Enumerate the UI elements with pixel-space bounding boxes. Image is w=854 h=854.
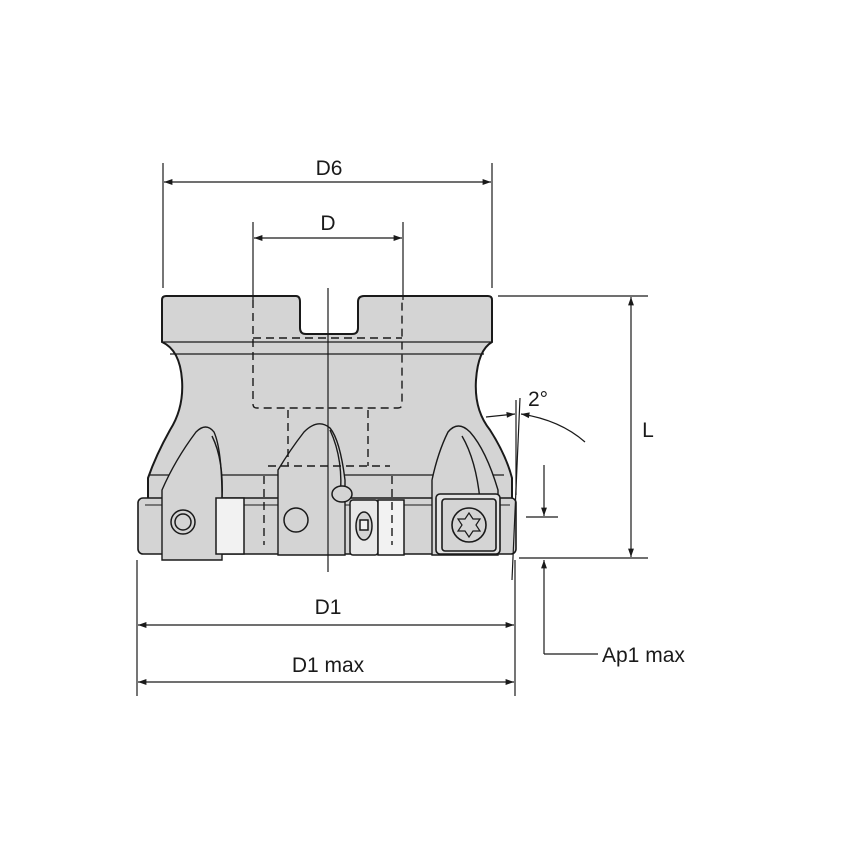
label-l: L [642, 419, 654, 442]
label-d: D [320, 212, 335, 235]
hidden-bore-lines [252, 300, 403, 545]
label-d6: D6 [316, 157, 343, 180]
label-angle: 2° [528, 388, 548, 411]
cutter-body [147, 295, 513, 501]
torx-screw-icon [456, 511, 482, 539]
insert-left [170, 497, 245, 555]
dimension-lines [136, 163, 648, 696]
label-d1-max: D1 max [292, 654, 365, 677]
label-ap1-max: Ap1 max [602, 644, 685, 667]
insert-center [283, 485, 405, 556]
label-d1: D1 [315, 596, 342, 619]
insert-right [435, 493, 501, 555]
